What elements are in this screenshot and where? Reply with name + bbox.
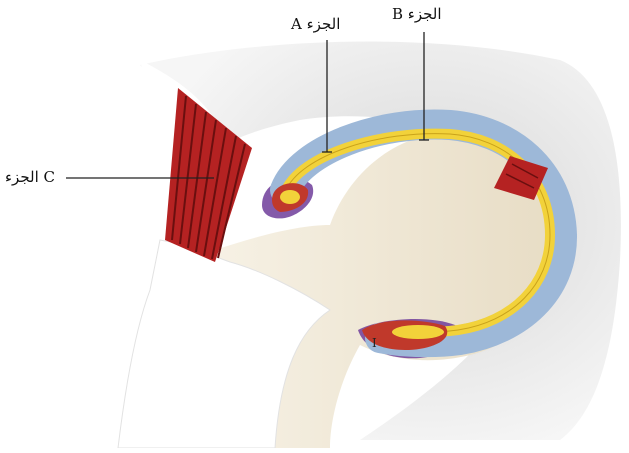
upper-end-core xyxy=(280,190,300,204)
label-part-b: B الجزء xyxy=(392,5,442,23)
lower-end-core xyxy=(392,325,444,339)
label-part-a: A الجزء xyxy=(291,15,340,33)
label-part-c: الجزء C xyxy=(5,168,55,186)
lower-end-mark: I xyxy=(372,336,377,350)
